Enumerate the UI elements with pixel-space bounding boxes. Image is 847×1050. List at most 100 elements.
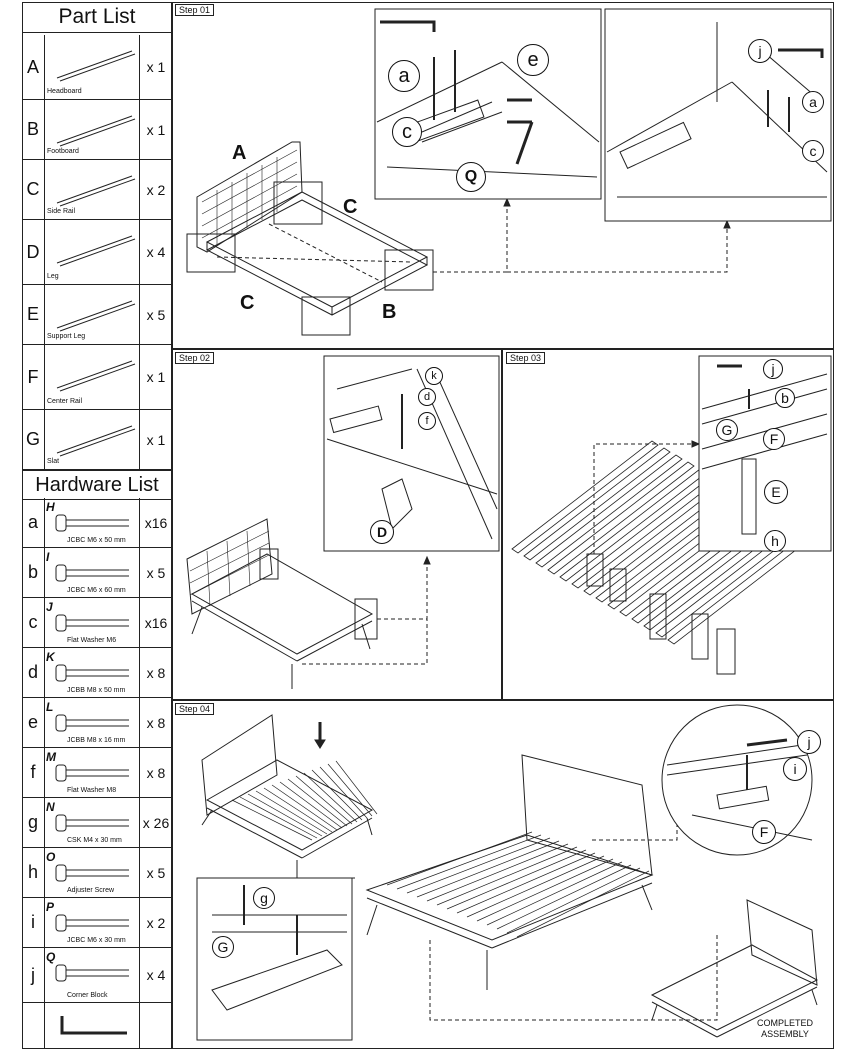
completed-assembly-caption: COMPLETED ASSEMBLY xyxy=(756,1018,813,1039)
slat xyxy=(486,861,623,926)
hardware-qty: x 8 xyxy=(139,698,172,747)
callout-b: b xyxy=(775,388,795,408)
slat-small xyxy=(279,781,343,829)
slat-small xyxy=(311,769,363,821)
part-illustration xyxy=(56,300,136,332)
part-illustration xyxy=(56,235,136,267)
slat xyxy=(406,837,551,894)
step-02-label: Step 02 xyxy=(175,352,215,364)
hardware-code: L xyxy=(46,700,54,714)
label-B: B xyxy=(382,301,397,323)
slat xyxy=(456,852,596,914)
slat xyxy=(416,840,560,898)
slat-small xyxy=(239,796,318,839)
hardware-letter: b xyxy=(22,548,45,597)
slat xyxy=(436,846,578,906)
callout-h: h xyxy=(764,530,786,552)
part-caption: Headboard xyxy=(47,88,82,95)
callout-D: D xyxy=(370,520,394,544)
hardware-code: K xyxy=(46,650,55,664)
hardware-caption: Flat Washer M6 xyxy=(67,637,117,644)
step-02-panel xyxy=(172,349,502,700)
part-qty: x 1 xyxy=(139,345,172,409)
hardware-code: O xyxy=(46,850,56,864)
step-03-label: Step 03 xyxy=(506,352,546,364)
hardware-code: N xyxy=(46,800,55,814)
slat-small xyxy=(247,793,323,837)
callout-a-detail2: a xyxy=(802,91,824,113)
part-qty: x 4 xyxy=(139,220,172,284)
hardware-list-title: Hardware List xyxy=(22,470,172,500)
label-A: A xyxy=(232,142,247,164)
hardware-letter: g xyxy=(22,798,45,847)
part-illustration xyxy=(56,175,136,207)
part-letter: C xyxy=(22,160,45,219)
hardware-caption: Adjuster Screw xyxy=(67,887,115,894)
slat xyxy=(547,461,695,575)
slat-small xyxy=(335,760,378,815)
step-03-illustration xyxy=(511,355,832,675)
hardware-code: P xyxy=(46,900,55,914)
hardware-illustration xyxy=(55,914,129,932)
step-04-panel xyxy=(172,700,834,1049)
slat-small xyxy=(295,775,353,825)
slat xyxy=(386,831,533,886)
part-caption: Slat xyxy=(47,458,60,465)
step-01-panel xyxy=(172,2,834,349)
hardware-qty: x 2 xyxy=(139,898,172,947)
step-04-label: Step 04 xyxy=(175,703,215,715)
step-01-frame-illustration xyxy=(186,8,832,336)
hardware-code: Q xyxy=(46,950,56,964)
hardware-letter-blank xyxy=(22,1003,45,1048)
step-01-label: Step 01 xyxy=(175,4,215,16)
hardware-qty: x 8 xyxy=(139,648,172,697)
callout-a: a xyxy=(388,60,420,92)
part-caption: Side Rail xyxy=(47,208,76,215)
hardware-letter: f xyxy=(22,748,45,797)
part-qty: x 5 xyxy=(139,285,172,344)
part-list-title: Part List xyxy=(22,2,172,33)
hardware-illustration xyxy=(55,814,129,832)
hardware-qty: x 5 xyxy=(139,848,172,897)
hardware-letter: e xyxy=(22,698,45,747)
slat-small xyxy=(231,799,313,841)
hardware-qty: x16 xyxy=(139,498,172,547)
hardware-letter: a xyxy=(22,498,45,547)
callout-i: i xyxy=(783,757,807,781)
slat-small xyxy=(319,766,368,819)
callout-G-step3: G xyxy=(716,419,738,441)
callout-e: e xyxy=(517,44,549,76)
label-C-top: C xyxy=(343,196,358,218)
callout-G-step4: G xyxy=(212,936,234,958)
part-illustration xyxy=(56,115,136,147)
slat-small xyxy=(327,763,373,817)
slat-small xyxy=(255,790,328,835)
hardware-qty: x 8 xyxy=(139,748,172,797)
part-qty: x 1 xyxy=(139,35,172,99)
hardware-qty: x16 xyxy=(139,598,172,647)
hardware-code: I xyxy=(46,550,50,564)
hardware-letter: c xyxy=(22,598,45,647)
hardware-qty: x 5 xyxy=(139,548,172,597)
callout-E: E xyxy=(764,480,788,504)
callout-c-detail2: c xyxy=(802,140,824,162)
slat xyxy=(496,864,632,930)
label-C-bottom: C xyxy=(240,292,255,314)
callout-Q: Q xyxy=(456,162,486,192)
hardware-illustration xyxy=(55,764,129,782)
hardware-letter: d xyxy=(22,648,45,697)
hardware-caption: JCBC M6 x 30 mm xyxy=(67,937,126,944)
hardware-letter: h xyxy=(22,848,45,897)
callout-d: d xyxy=(418,388,436,406)
